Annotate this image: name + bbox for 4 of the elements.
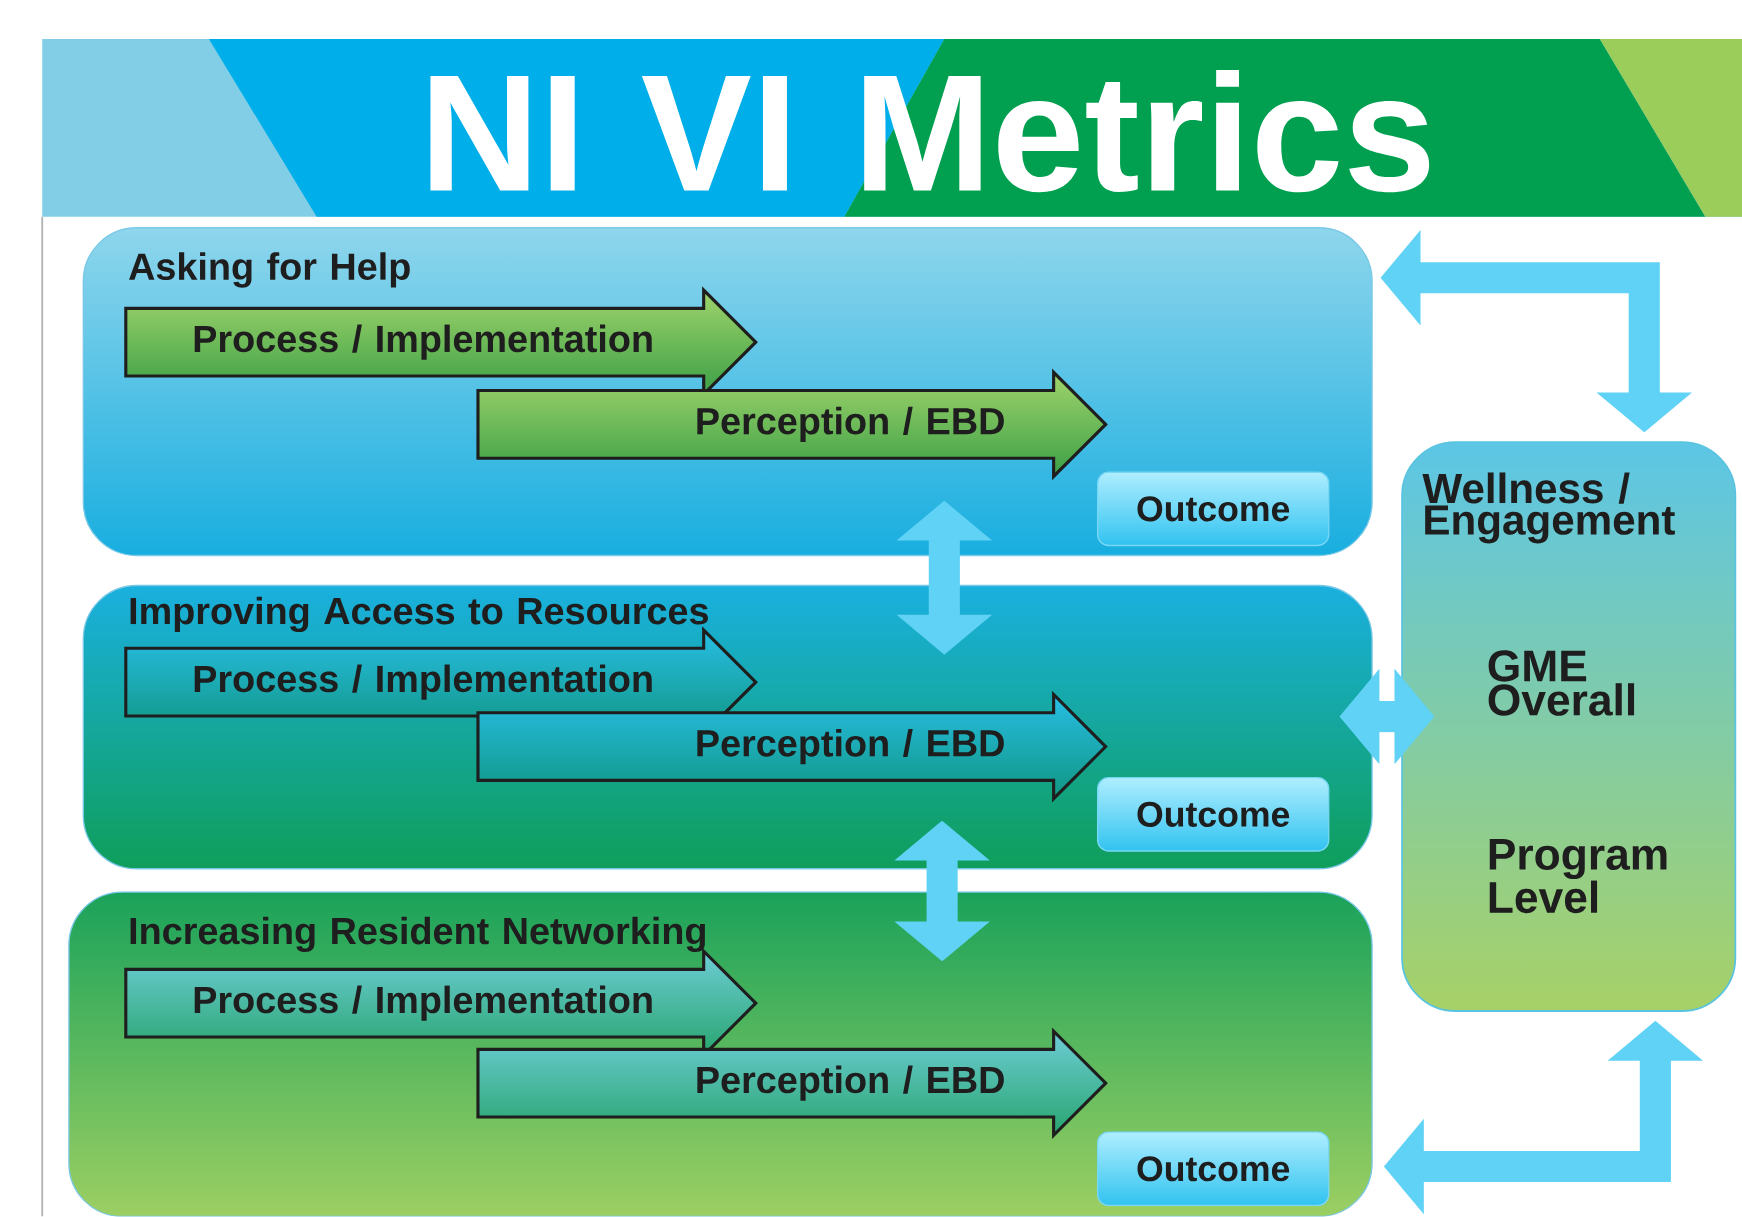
panel: Wellness / Engagement GME Overall Program Level — [1401, 441, 1737, 1013]
outcome-box: Outcome — [1096, 777, 1330, 852]
outcome-box: Outcome — [1096, 471, 1330, 547]
outcome-box: Outcome — [1096, 1131, 1330, 1207]
